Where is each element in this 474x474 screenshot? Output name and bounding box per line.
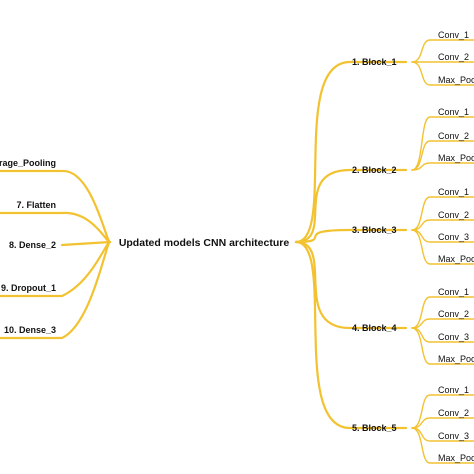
block-1-child-label: Conv_1: [438, 30, 469, 40]
edge-block-4-child-1: [411, 296, 474, 329]
left-node-label-1: 6. Global_Average_Pooling: [0, 158, 56, 168]
block-4-child-label: Conv_2: [438, 309, 469, 319]
block-3-child-label: Max_Pooling: [438, 254, 474, 264]
block-label-5: 5. Block_5: [352, 423, 397, 433]
edge-block-4-child-2: [411, 318, 474, 329]
block-4-child-label: Conv_1: [438, 287, 469, 297]
block-3-child-label: Conv_2: [438, 210, 469, 220]
block-3-child-label: Conv_3: [438, 232, 469, 242]
edge-root-to-left-3: [60, 240, 112, 247]
block-label-3: 3. Block_3: [352, 225, 397, 235]
edge-root-to-block-4: [294, 240, 408, 330]
edge-block-3-child-2: [411, 219, 474, 231]
edge-block-2-child-3: [411, 162, 474, 171]
left-node-label-3: 8. Dense_2: [9, 240, 56, 250]
block-1-child-label: Conv_2: [438, 52, 469, 62]
block-label-2: 2. Block_2: [352, 165, 397, 175]
block-4-child-label: Max_Pooling: [438, 354, 474, 364]
block-5-child-label: Conv_1: [438, 385, 469, 395]
left-node-label-4: 9. Dropout_1: [1, 283, 56, 293]
block-2-child-label: Conv_2: [438, 131, 469, 141]
edge-root-to-left-2: [0, 211, 112, 244]
block-5-child-label: Conv_2: [438, 408, 469, 418]
block-5-child-label: Conv_3: [438, 431, 469, 441]
edge-root-to-block-2: [294, 168, 408, 244]
edge-root-to-block-3: [294, 228, 408, 244]
edge-block-3-child-1: [411, 196, 474, 231]
edge-block-5-child-4: [411, 427, 474, 464]
edge-block-5-child-1: [411, 394, 474, 429]
edge-block-1-child-1: [411, 39, 474, 63]
edge-root-to-block-1: [294, 60, 408, 244]
left-node-label-2: 7. Flatten: [16, 200, 56, 210]
left-node-label-5: 10. Dense_3: [4, 325, 56, 335]
edge-block-4-child-4: [411, 327, 474, 365]
edge-block-2-child-2: [411, 140, 474, 171]
edge-block-5-child-2: [411, 417, 474, 429]
edge-root-to-block-5: [294, 240, 408, 430]
block-4-child-label: Conv_3: [438, 332, 469, 342]
block-2-child-label: Conv_1: [438, 107, 469, 117]
edge-root-to-left-1: [0, 169, 112, 244]
block-2-child-label: Max_Pooling: [438, 153, 474, 163]
edge-block-3-child-4: [411, 229, 474, 265]
root-node-label: Updated models CNN architecture: [119, 237, 290, 249]
block-3-child-label: Conv_1: [438, 187, 469, 197]
labels-layer: Updated models CNN architecture 1. Block…: [0, 30, 474, 463]
block-label-4: 4. Block_4: [352, 323, 397, 333]
edges-layer: [0, 39, 474, 464]
block-5-child-label: Max_Pooling: [438, 453, 474, 463]
block-label-1: 1. Block_1: [352, 57, 397, 67]
block-1-child-label: Max_Pooling: [438, 75, 474, 85]
edge-block-1-child-3: [411, 61, 474, 86]
edge-root-to-left-5: [0, 240, 112, 340]
